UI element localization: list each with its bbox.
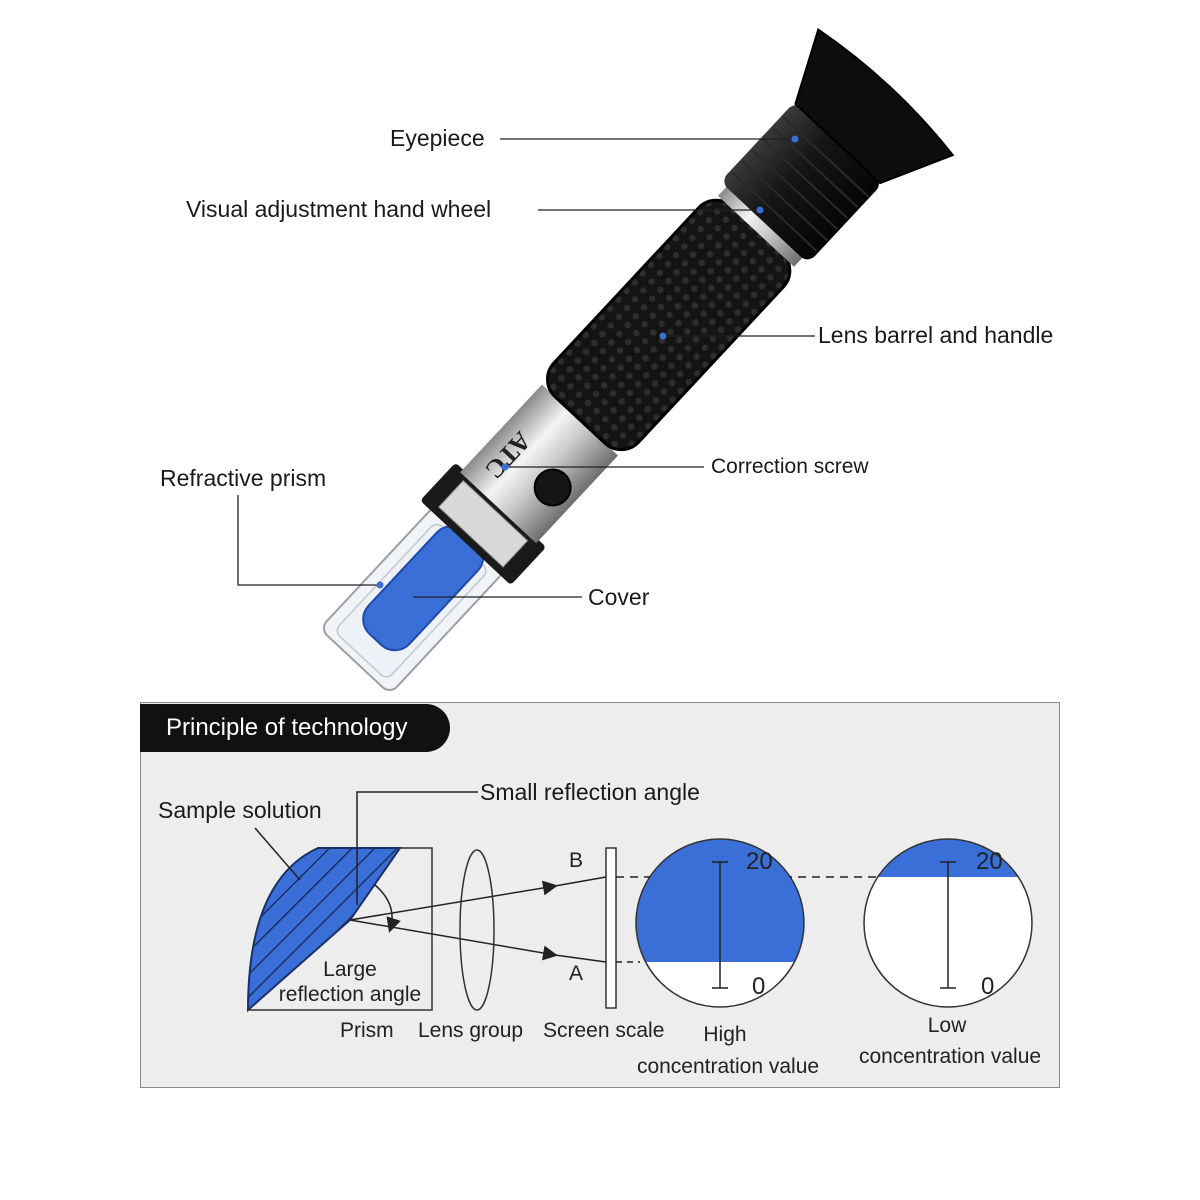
refractive-prism-label: Refractive prism <box>160 465 327 491</box>
refractometer-illustration: ATC <box>237 28 955 691</box>
high-concentration-view <box>635 838 805 1008</box>
cover-label: Cover <box>588 584 650 610</box>
point-b-label: B <box>569 849 584 872</box>
lens-group-shape <box>459 849 495 1011</box>
eyepiece-marker <box>791 135 799 143</box>
sample-solution-wedge <box>246 847 402 1013</box>
eyepiece-label: Eyepiece <box>390 125 485 151</box>
large-angle-label-line1: Large <box>323 958 377 981</box>
screen-scale-label: Screen scale <box>543 1019 665 1042</box>
eyepiece-cup <box>794 28 955 185</box>
panel-title: Principle of technology <box>140 704 450 752</box>
handle-grip <box>547 200 790 450</box>
screen-scale-shape <box>605 847 617 1009</box>
low-concentration-view <box>863 838 1033 1008</box>
atc-section <box>460 384 619 544</box>
low-scale-top: 20 <box>976 848 1003 875</box>
prism-label: Prism <box>340 1019 394 1042</box>
prism-outline <box>248 847 433 1011</box>
correction-screw-knob <box>533 468 572 507</box>
point-a-label: A <box>569 962 584 985</box>
lens-group-label: Lens group <box>418 1019 524 1042</box>
high-scale-bottom: 0 <box>752 973 766 1000</box>
small-reflection-angle-label: Small reflection angle <box>480 779 700 805</box>
low-concentration-label-line1: Low <box>927 1014 967 1037</box>
high-concentration-label-line2: concentration value <box>636 1055 820 1078</box>
large-angle-label-line2: reflection angle <box>278 983 422 1006</box>
screw-marker <box>501 463 509 471</box>
cover-marker <box>406 593 414 601</box>
high-concentration-label-line1: High <box>703 1023 747 1046</box>
barrel-label: Lens barrel and handle <box>818 322 1054 348</box>
correction-screw-label: Correction screw <box>711 455 869 478</box>
leader-lines <box>237 138 815 598</box>
low-concentration-label-line2: concentration value <box>858 1045 1042 1068</box>
sample-solution-label: Sample solution <box>158 797 322 823</box>
barrel-marker <box>659 332 667 340</box>
prism-marker <box>376 581 384 589</box>
high-scale-top: 20 <box>746 848 773 875</box>
hand-wheel-label: Visual adjustment hand wheel <box>186 196 492 222</box>
hand-wheel-marker <box>756 206 764 214</box>
silver-ring <box>717 185 804 267</box>
low-scale-bottom: 0 <box>981 973 995 1000</box>
